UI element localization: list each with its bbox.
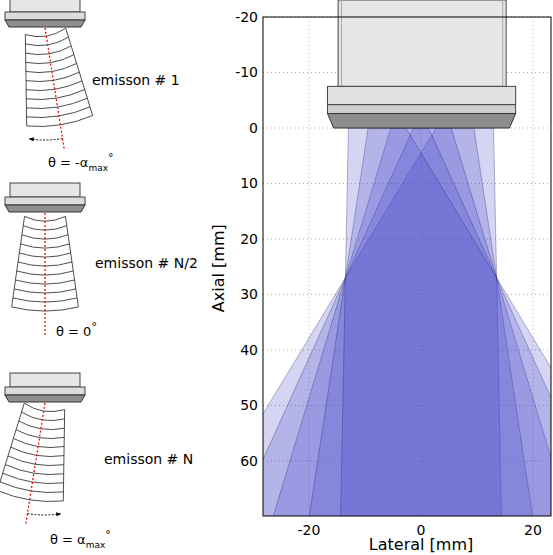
annotation-label: ° <box>108 152 114 165</box>
axis-tick-label: 20 <box>524 522 542 538</box>
axis-tick-label: 10 <box>240 175 258 191</box>
axis-tick-label: -10 <box>235 64 258 80</box>
axis-tick-label: 0 <box>249 120 258 136</box>
beam-overlay <box>263 128 551 516</box>
axis-tick-label: 50 <box>240 397 258 413</box>
axis-tick-label: -20 <box>298 522 321 538</box>
annotation-label: max <box>88 163 108 173</box>
probe-sketch <box>5 183 85 335</box>
annotation-label: emisson # N <box>104 451 193 467</box>
axis-tick-label: 40 <box>240 342 258 358</box>
annotation-label: θ = α <box>50 533 86 548</box>
probe-sketch <box>5 0 93 148</box>
axis-tick-label: 60 <box>240 453 258 469</box>
annotation-label: emisson # 1 <box>92 72 180 88</box>
axis-tick-label: -20 <box>235 9 258 25</box>
annotation-label: emisson # N/2 <box>95 255 198 271</box>
probe-sketch <box>0 373 85 523</box>
axis-tick-label: 30 <box>240 286 258 302</box>
annotation-label: ° <box>91 321 97 334</box>
annotation-label: θ = -α <box>48 156 88 171</box>
annotation-label: ° <box>105 529 111 542</box>
annotation-label: θ = 0 <box>56 325 91 340</box>
probe-drawing <box>327 0 515 128</box>
axis-title: Axial [mm] <box>210 224 228 312</box>
beam-shape <box>340 128 551 516</box>
plot-frame <box>263 17 551 516</box>
axis-title: Lateral [mm] <box>369 536 473 554</box>
axis-tick-label: 20 <box>240 231 258 247</box>
annotation-label: max <box>86 540 106 550</box>
